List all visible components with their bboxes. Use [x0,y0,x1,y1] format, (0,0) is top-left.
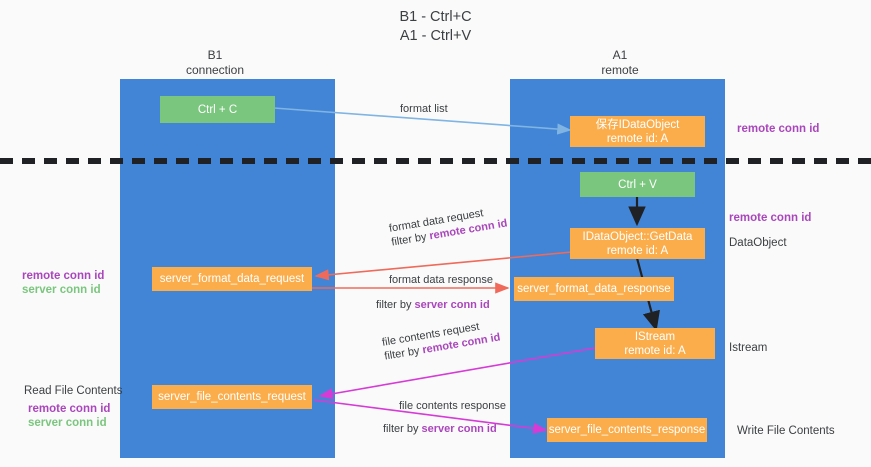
node-idataobject-getdata[interactable]: IDataObject::GetData remote id: A [570,228,705,259]
arrow-format-list [273,107,572,135]
node-server-file-contents-response-label: server_file_contents_response [548,424,706,436]
node-ctrl-c[interactable]: Ctrl + C [160,96,275,123]
edge-label-format-data-response-filter: filter by server conn id [376,298,490,312]
node-server-file-contents-response[interactable]: server_file_contents_response [547,418,707,442]
filter-prefix: filter by [376,299,415,311]
node-idataobject-getdata-title: IDataObject::GetData [582,230,693,243]
node-server-file-contents-request[interactable]: server_file_contents_request [152,385,312,409]
arrow-format-data-request [314,251,573,281]
annotation-left-remote-conn-id-mid: remote conn id [22,270,105,282]
column-header-a1-name: A1 [612,48,628,62]
column-header-b1-role: connection [185,63,245,77]
node-server-format-data-request-label: server_format_data_request [159,273,305,285]
edge-label-format-list: format list [400,103,448,115]
annotation-left-remote-conn-id-bottom: remote conn id [28,403,111,415]
filter-key-server-conn-id: server conn id [414,299,490,311]
annotation-right-dataobject: DataObject [729,237,787,249]
filter-key-server-conn-id: server conn id [421,423,497,435]
column-header-b1-name: B1 [207,48,223,62]
edge-label-file-contents-response: file contents response [399,400,507,412]
node-istream-title: IStream [634,330,676,343]
node-save-idataobject-title: 保存IDataObject [595,118,680,131]
node-ctrl-v-label: Ctrl + V [618,178,657,191]
annotation-left-server-conn-id-bottom: server conn id [28,417,107,429]
node-idataobject-getdata-subtitle: remote id: A [606,244,669,257]
annotation-left-server-conn-id-mid: server conn id [22,284,101,296]
node-istream[interactable]: IStream remote id: A [595,328,715,359]
annotation-right-remote-conn-id-top: remote conn id [737,123,820,135]
annotation-right-remote-conn-id-mid: remote conn id [729,212,812,224]
title-line-2: A1 - Ctrl+V [399,28,472,44]
node-server-format-data-request[interactable]: server_format_data_request [152,267,312,291]
node-server-format-data-response[interactable]: server_format_data_response [514,277,674,301]
node-save-idataobject[interactable]: 保存IDataObject remote id: A [570,116,705,147]
edge-label-format-data-response: format data response [389,274,493,286]
edge-label-file-contents-response-filter: filter by server conn id [383,422,497,436]
column-header-a1: A1 remote [560,48,680,78]
column-header-a1-role: remote [601,63,639,77]
page-title: B1 - Ctrl+C A1 - Ctrl+V [0,8,871,46]
annotation-right-istream: Istream [729,342,768,354]
annotation-right-write-file-contents: Write File Contents [737,425,835,437]
column-header-b1: B1 connection [155,48,275,78]
annotation-left-read-file-contents: Read File Contents [24,385,123,397]
node-server-file-contents-request-label: server_file_contents_request [158,391,306,403]
title-line-1: B1 - Ctrl+C [399,9,472,25]
node-server-format-data-response-label: server_format_data_response [517,283,671,295]
node-ctrl-c-label: Ctrl + C [197,103,238,116]
node-istream-subtitle: remote id: A [624,344,686,357]
arrow-file-contents-request [318,347,596,400]
arrow-file-contents-response [313,399,548,434]
filter-prefix: filter by [383,423,422,435]
node-ctrl-v[interactable]: Ctrl + V [580,172,695,197]
node-save-idataobject-subtitle: remote id: A [606,132,669,145]
